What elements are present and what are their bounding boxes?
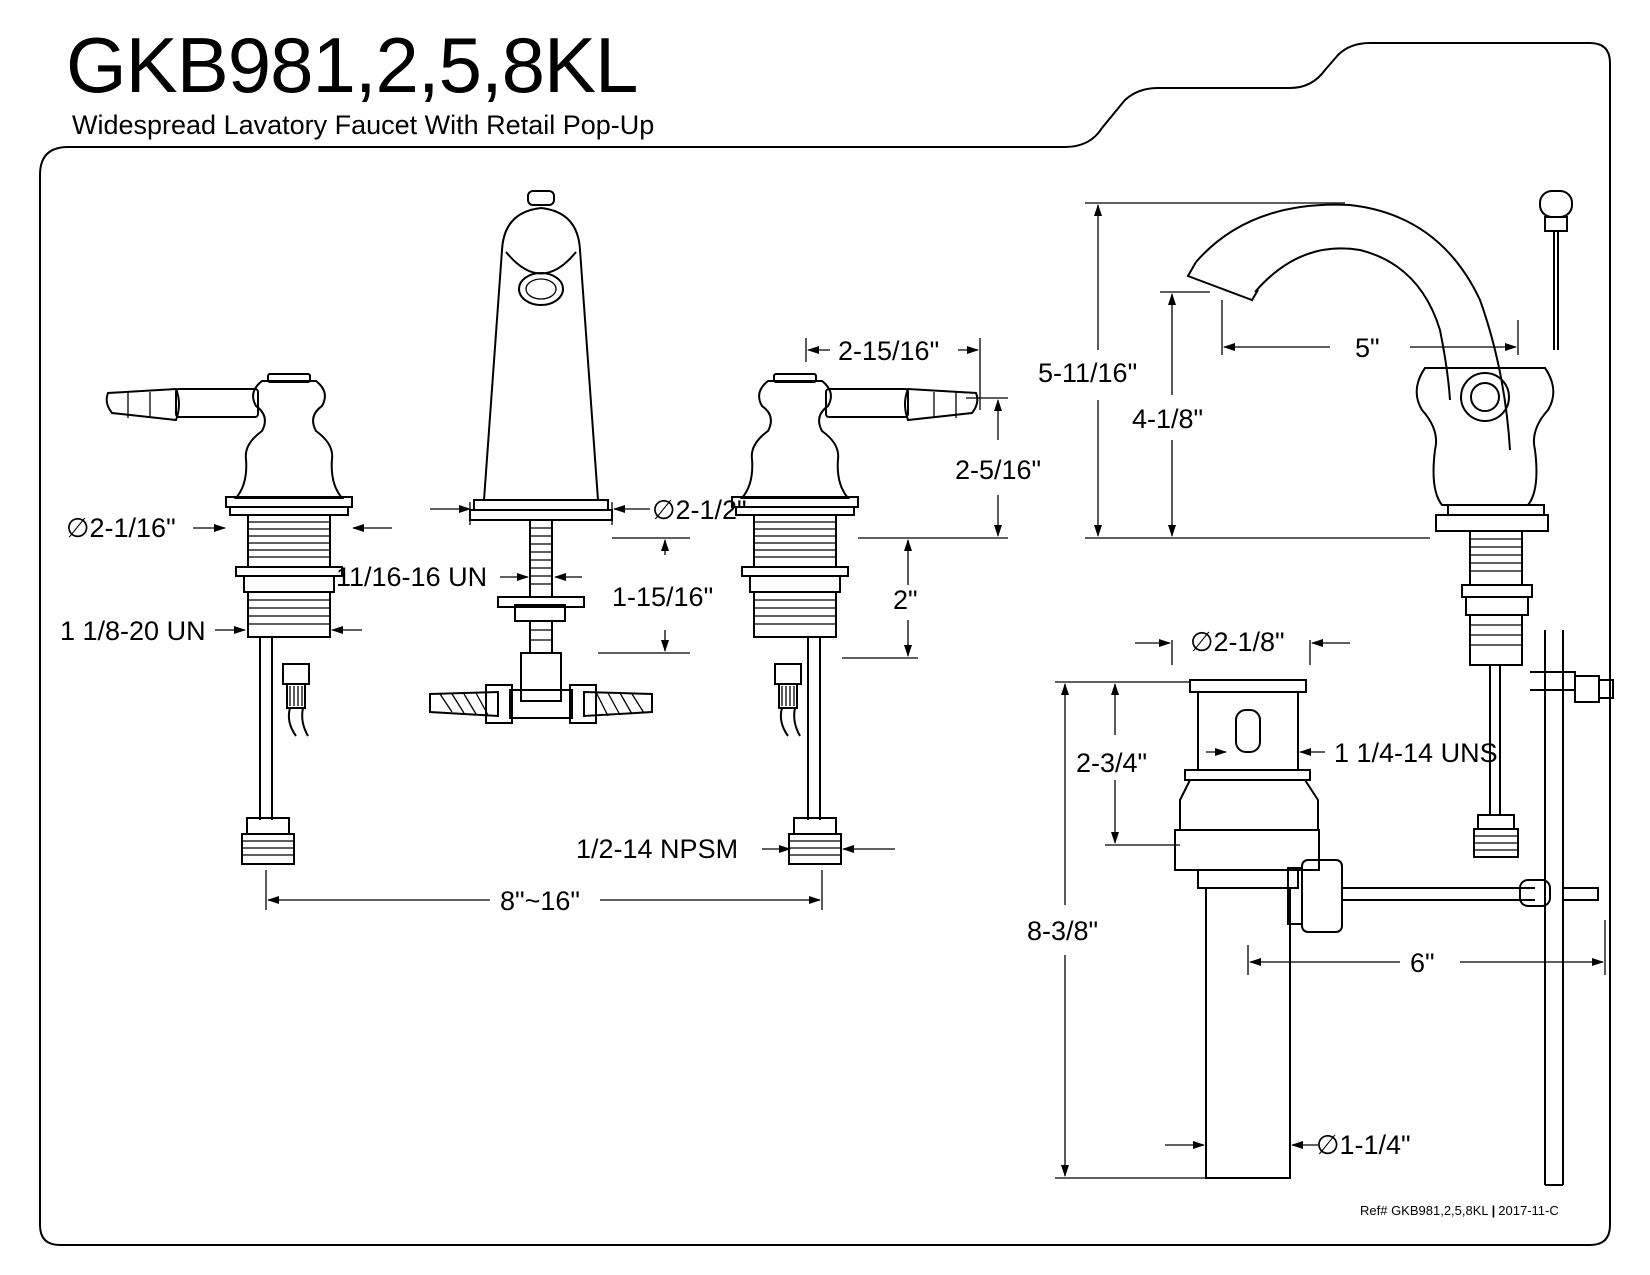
dim-drain-total-length: 8-3/8" [1027,916,1098,946]
dim-handle-shank-length: 2" [893,585,918,615]
dim-spout-shank-length: 1-15/16" [612,582,713,612]
dim-drain-thread: 1 1/4-14 UNS [1334,738,1498,768]
page-title: GKB981,2,5,8KL [66,21,638,109]
dimension-lines [193,202,1606,1179]
dim-spout-reach: 5" [1355,333,1380,363]
dim-drain-flange-diameter: ∅2-1/8" [1190,627,1285,657]
center-spout-drawing [429,190,653,724]
dim-pivot-rod-length: 6" [1410,948,1435,978]
dim-tailpiece-diameter: ∅1-1/4" [1316,1130,1411,1160]
frame-border [39,42,1611,1246]
page-subtitle: Widespread Lavatory Faucet With Retail P… [72,110,655,140]
dim-handle-base-diameter: ∅2-1/16" [66,513,176,543]
dim-spout-clearance: 4-1/8" [1132,404,1203,434]
ref-number: Ref# GKB981,2,5,8KL [1360,1203,1489,1218]
dim-shank-thread-small: 11/16-16 UN [336,562,487,592]
side-view-drawing [1174,190,1614,1186]
dim-handle-reach: 2-15/16" [838,336,939,366]
right-handle-drawing [731,373,979,865]
ref-revision: 2017-11-C [1498,1203,1559,1218]
reference-footer: Ref# GKB981,2,5,8KL|2017-11-C [1360,1203,1559,1218]
dim-spout-base-diameter: ∅2-1/2" [652,495,747,525]
dim-supply-thread: 1/2-14 NPSM [576,834,738,864]
ref-separator: | [1491,1203,1496,1218]
dim-shank-thread-large: 1 1/8-20 UN [60,616,206,646]
dim-spread: 8"~16" [500,886,580,916]
dim-drain-flange-height: 2-3/4" [1076,748,1147,778]
left-handle-drawing [105,373,353,865]
dim-overall-height: 5-11/16" [1038,358,1137,388]
dim-handle-height: 2-5/16" [955,455,1041,485]
